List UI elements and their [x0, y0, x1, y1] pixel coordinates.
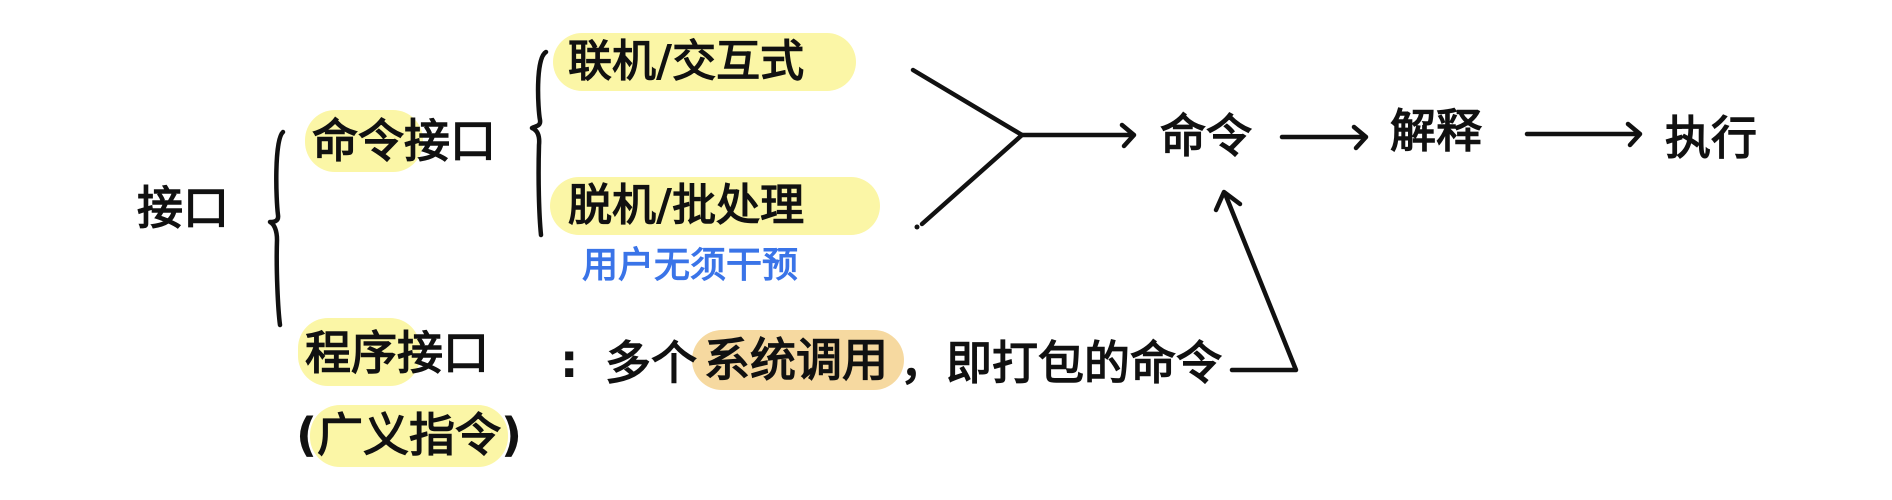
arrow-to-command-icon — [1019, 122, 1137, 149]
arrow-up-to-command-icon — [1213, 189, 1243, 213]
brace-command-icon — [529, 49, 549, 238]
desc-suffix-packaged-command: ，即打包的命令 — [900, 336, 1222, 390]
node-generalized-instruction: (广义指令) — [296, 408, 523, 462]
node-online-interactive: 联机/交互式 — [568, 36, 805, 87]
arrow-to-execute-icon — [1524, 121, 1643, 148]
fork-bottom-line — [919, 132, 1025, 227]
highlight-online — [553, 33, 856, 91]
node-offline-batch: 脱机/批处理 — [568, 180, 805, 231]
dot-mark — [914, 224, 920, 230]
highlight-command — [305, 110, 423, 172]
desc-system-call: 系统调用 — [704, 333, 888, 387]
flow-interpret: 解释 — [1390, 104, 1482, 158]
separator-colon: : — [560, 334, 579, 388]
root-node-interface: 接口 — [137, 181, 229, 235]
fork-top-line — [910, 67, 1025, 138]
flow-execute: 执行 — [1665, 111, 1757, 165]
flow-command: 命令 — [1160, 109, 1252, 163]
node-program-interface: 程序接口 — [305, 326, 489, 380]
highlight-system-call — [692, 330, 904, 390]
desc-prefix-multiple: 多个 — [605, 336, 697, 390]
brace-root-icon — [267, 129, 286, 328]
highlight-offline — [550, 177, 880, 235]
note-no-user-intervention: 用户无须干预 — [582, 245, 799, 286]
return-line — [1223, 193, 1299, 373]
node-command-interface: 命令接口 — [312, 114, 496, 168]
highlight-generalized-instruction — [310, 405, 508, 467]
arrow-to-interpret-icon — [1279, 124, 1369, 151]
highlight-program — [298, 318, 420, 386]
